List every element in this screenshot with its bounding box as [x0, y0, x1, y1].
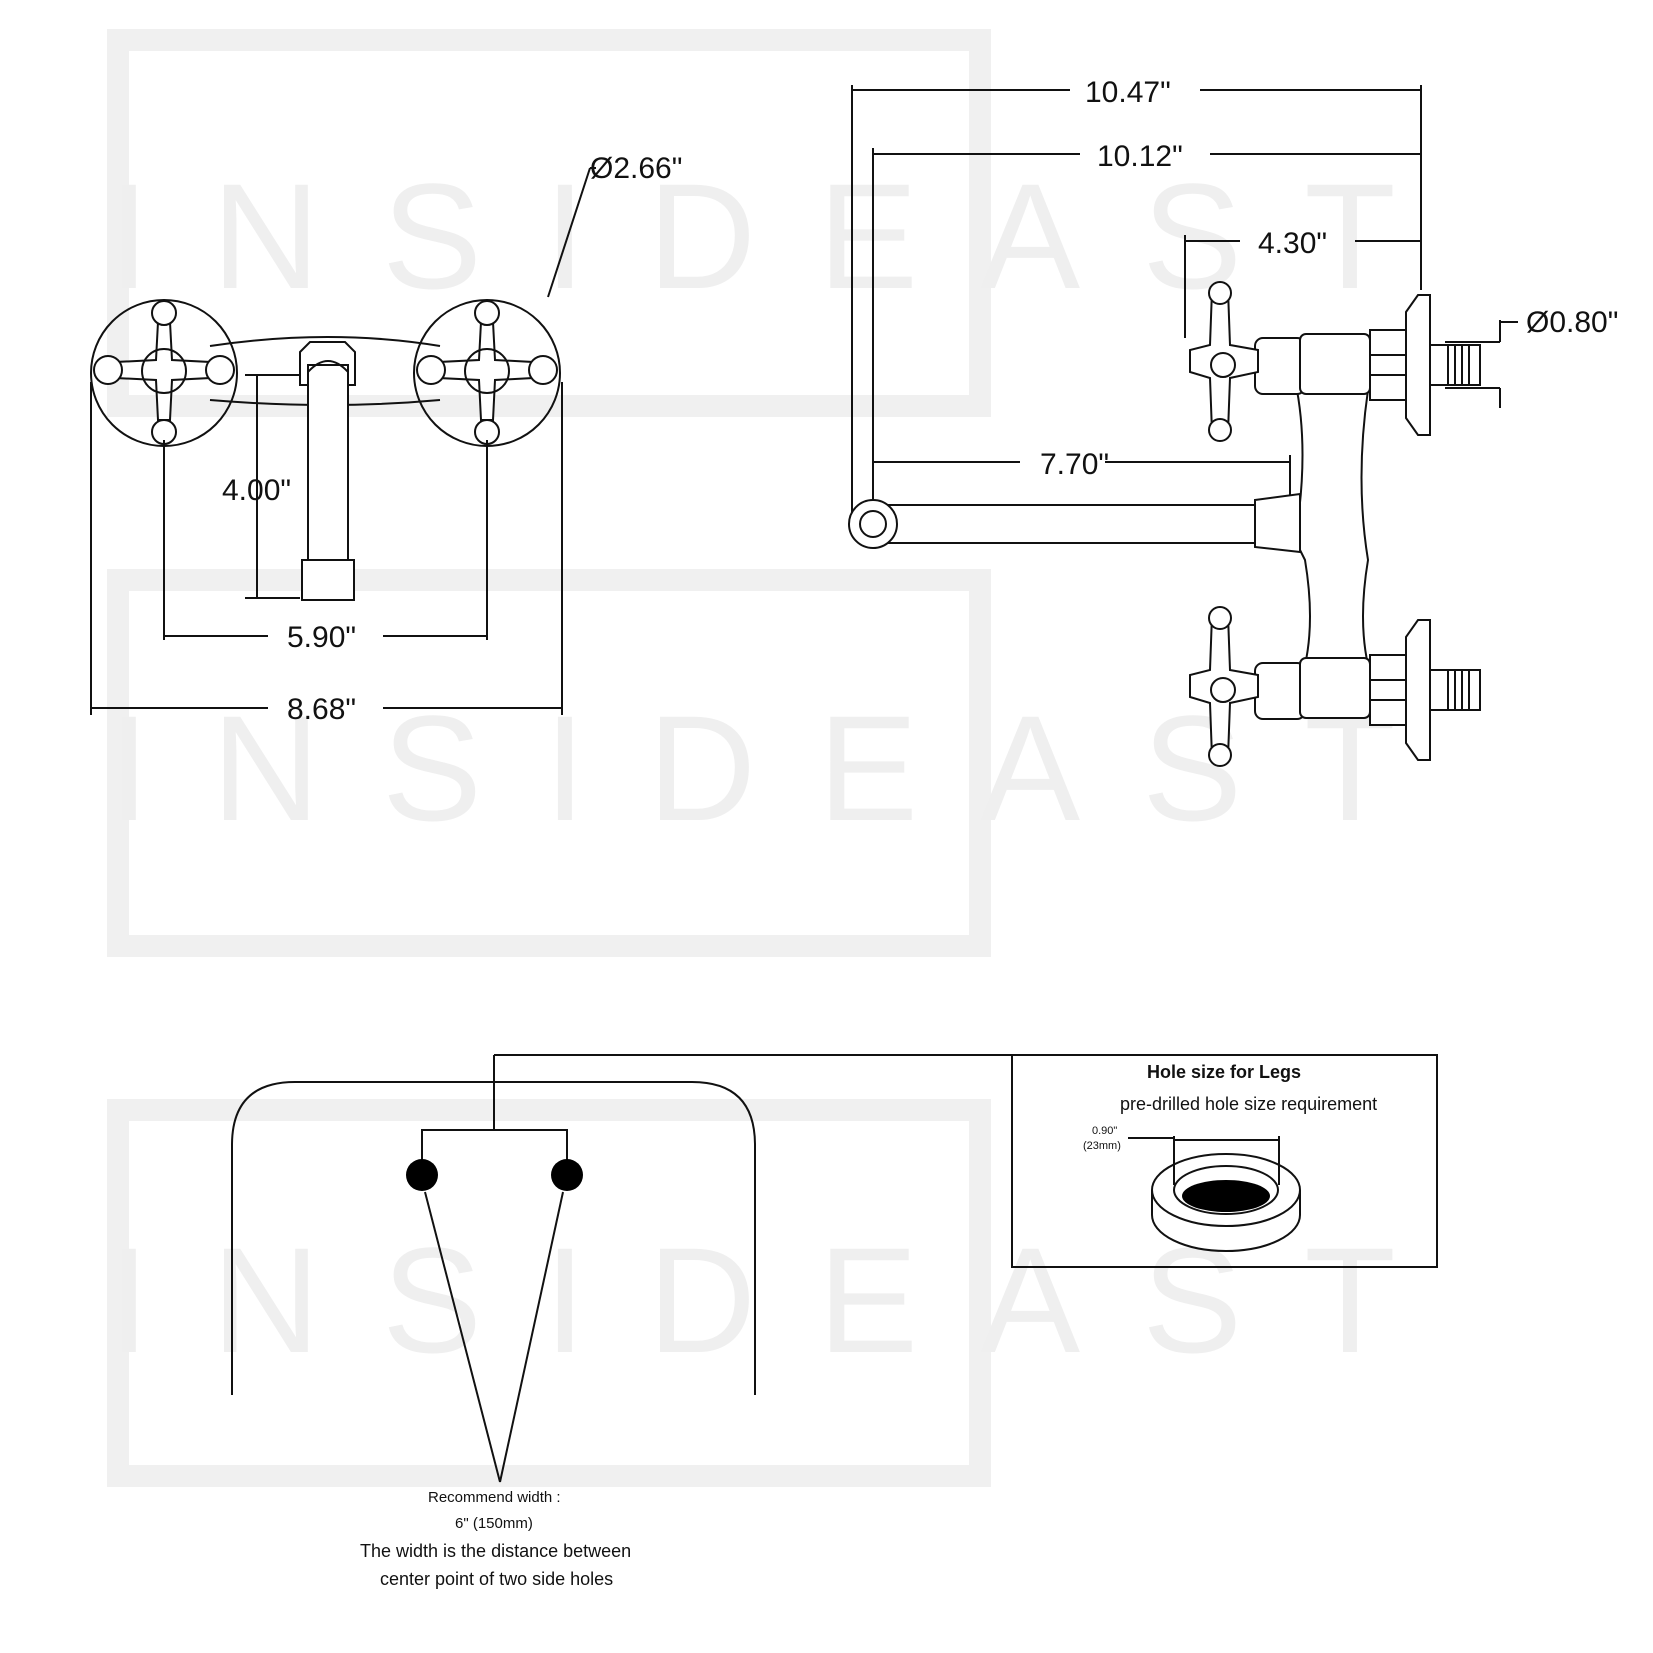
recommend-line-4: center point of two side holes: [380, 1569, 613, 1589]
dim-spout-length: 7.70": [1040, 448, 1109, 481]
left-hole: [406, 1159, 438, 1191]
spout-end-outer: [848, 499, 898, 549]
watermark-text-1: INSIDEAST: [108, 152, 1458, 320]
lower-valve: [1189, 606, 1481, 767]
right-hole: [551, 1159, 583, 1191]
dim-spout-drop: 4.00": [222, 474, 291, 507]
left-cross-handle: [93, 300, 235, 445]
right-cross-handle: [416, 300, 558, 445]
dim-inlet-diameter: Ø0.80": [1526, 306, 1618, 339]
hole-diameter-in: 0.90": [1092, 1125, 1117, 1137]
front-view: Ø2.66" 4.00" 5.90" 8.68": [90, 152, 682, 726]
dim-handle-diameter: Ø2.66": [590, 152, 682, 185]
side-view: 10.47" 10.12" 4.30" Ø0.80" 7.70": [848, 76, 1618, 767]
side-spout-arm: [877, 504, 1259, 544]
side-body: [1293, 379, 1370, 666]
dim-overall-width: 8.68": [287, 693, 356, 726]
hole-diameter-mm: (23mm): [1083, 1140, 1121, 1152]
hole-box-subtitle: pre-drilled hole size requirement: [1120, 1094, 1377, 1114]
hole-box-title: Hole size for Legs: [1147, 1062, 1301, 1082]
dim-handle-spacing: 5.90": [287, 621, 356, 654]
install-diagram: Hole size for Legs pre-drilled hole size…: [231, 1054, 1438, 1589]
recommend-line-1: Recommend width :: [428, 1489, 561, 1506]
watermark: INSIDEAST INSIDEAST INSIDEAST: [107, 29, 1458, 1487]
upper-valve: [1189, 281, 1481, 442]
hole-size-box: [1011, 1054, 1438, 1268]
recommend-line-2: 6" (150mm): [455, 1515, 533, 1532]
dim-handle-depth: 4.30": [1258, 227, 1327, 260]
dim-spout-reach: 10.12": [1097, 140, 1183, 173]
watermark-text-2: INSIDEAST: [108, 684, 1458, 852]
spout-pipe: [307, 364, 349, 561]
recommend-line-3: The width is the distance between: [360, 1541, 631, 1561]
dim-overall-depth: 10.47": [1085, 76, 1171, 109]
spout-tip: [301, 559, 355, 601]
